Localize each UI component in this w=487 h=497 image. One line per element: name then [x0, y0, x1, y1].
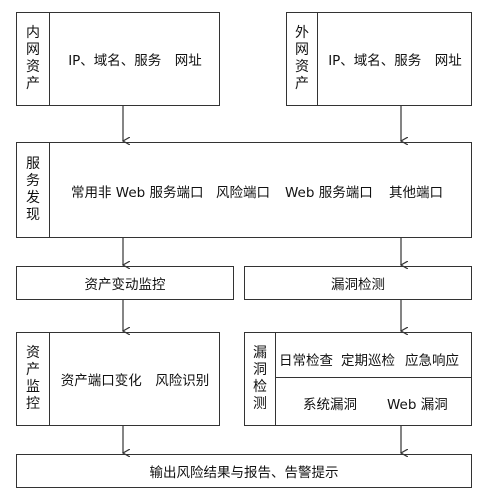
output-text: 输出风险结果与报告、告警提示 [149, 465, 339, 481]
service-item: 其他端口 [389, 185, 443, 201]
internal-assets-label: 内 网 资 产 [17, 13, 49, 105]
label-char: 控 [26, 396, 40, 412]
label-char: 漏 [253, 345, 267, 361]
internal-assets-content: IP、域名、服务 网址 [68, 53, 202, 69]
label-char: 资 [26, 345, 40, 361]
vuln-item: 定期巡检 [341, 353, 395, 369]
label-char: 现 [26, 207, 40, 223]
asset-change-monitor-box: 资产变动监控 [16, 266, 234, 300]
label-char: 服 [26, 156, 40, 172]
label-char: 监 [26, 379, 40, 395]
divider [49, 143, 50, 237]
label-char: 测 [253, 396, 267, 412]
divider [317, 13, 318, 105]
vuln-detection-title: 漏洞检测 [331, 277, 385, 293]
label-char: 产 [26, 76, 40, 92]
service-discovery-label: 服 务 发 现 [17, 143, 49, 237]
vuln-item: 系统漏洞 [303, 397, 357, 413]
service-discovery-box: 服 务 发 现 常用非 Web 服务端口 风险端口 Web 服务端口 其他端口 [16, 142, 472, 238]
label-char: 产 [26, 362, 40, 378]
vuln-item: 应急响应 [405, 353, 459, 369]
label-char: 网 [26, 42, 40, 58]
label-char: 洞 [253, 362, 267, 378]
vuln-detail-box: 漏 洞 检 测 日常检查 定期巡检 应急响应 系统漏洞 Web 漏洞 [244, 332, 472, 426]
vuln-item: Web 漏洞 [387, 397, 448, 413]
service-item: Web 服务端口 [285, 185, 373, 201]
service-item: 风险端口 [216, 185, 270, 201]
external-assets-label: 外 网 资 产 [287, 13, 317, 105]
external-assets-content: IP、域名、服务 网址 [328, 53, 462, 69]
label-char: 外 [295, 25, 309, 41]
label-char: 发 [26, 190, 40, 206]
label-char: 内 [26, 25, 40, 41]
row-divider [275, 377, 471, 378]
asset-monitor-box: 资 产 监 控 资产端口变化 风险识别 [16, 332, 220, 426]
asset-monitor-content: 资产端口变化 风险识别 [60, 373, 210, 389]
label-char: 网 [295, 42, 309, 58]
label-char: 产 [295, 76, 309, 92]
label-char: 务 [26, 173, 40, 189]
vuln-detection-box: 漏洞检测 [244, 266, 472, 300]
external-assets-box: 外 网 资 产 IP、域名、服务 网址 [286, 12, 472, 106]
output-box: 输出风险结果与报告、告警提示 [16, 454, 472, 488]
label-char: 资 [295, 59, 309, 75]
label-char: 检 [253, 379, 267, 395]
internal-assets-box: 内 网 资 产 IP、域名、服务 网址 [16, 12, 220, 106]
vuln-item: 日常检查 [279, 353, 333, 369]
divider [49, 333, 50, 425]
vuln-detail-label: 漏 洞 检 测 [245, 333, 275, 425]
service-item: 常用非 Web 服务端口 [71, 185, 204, 201]
asset-monitor-label: 资 产 监 控 [17, 333, 49, 425]
label-char: 资 [26, 59, 40, 75]
divider [275, 333, 276, 425]
divider [49, 13, 50, 105]
asset-change-monitor-title: 资产变动监控 [84, 277, 166, 293]
